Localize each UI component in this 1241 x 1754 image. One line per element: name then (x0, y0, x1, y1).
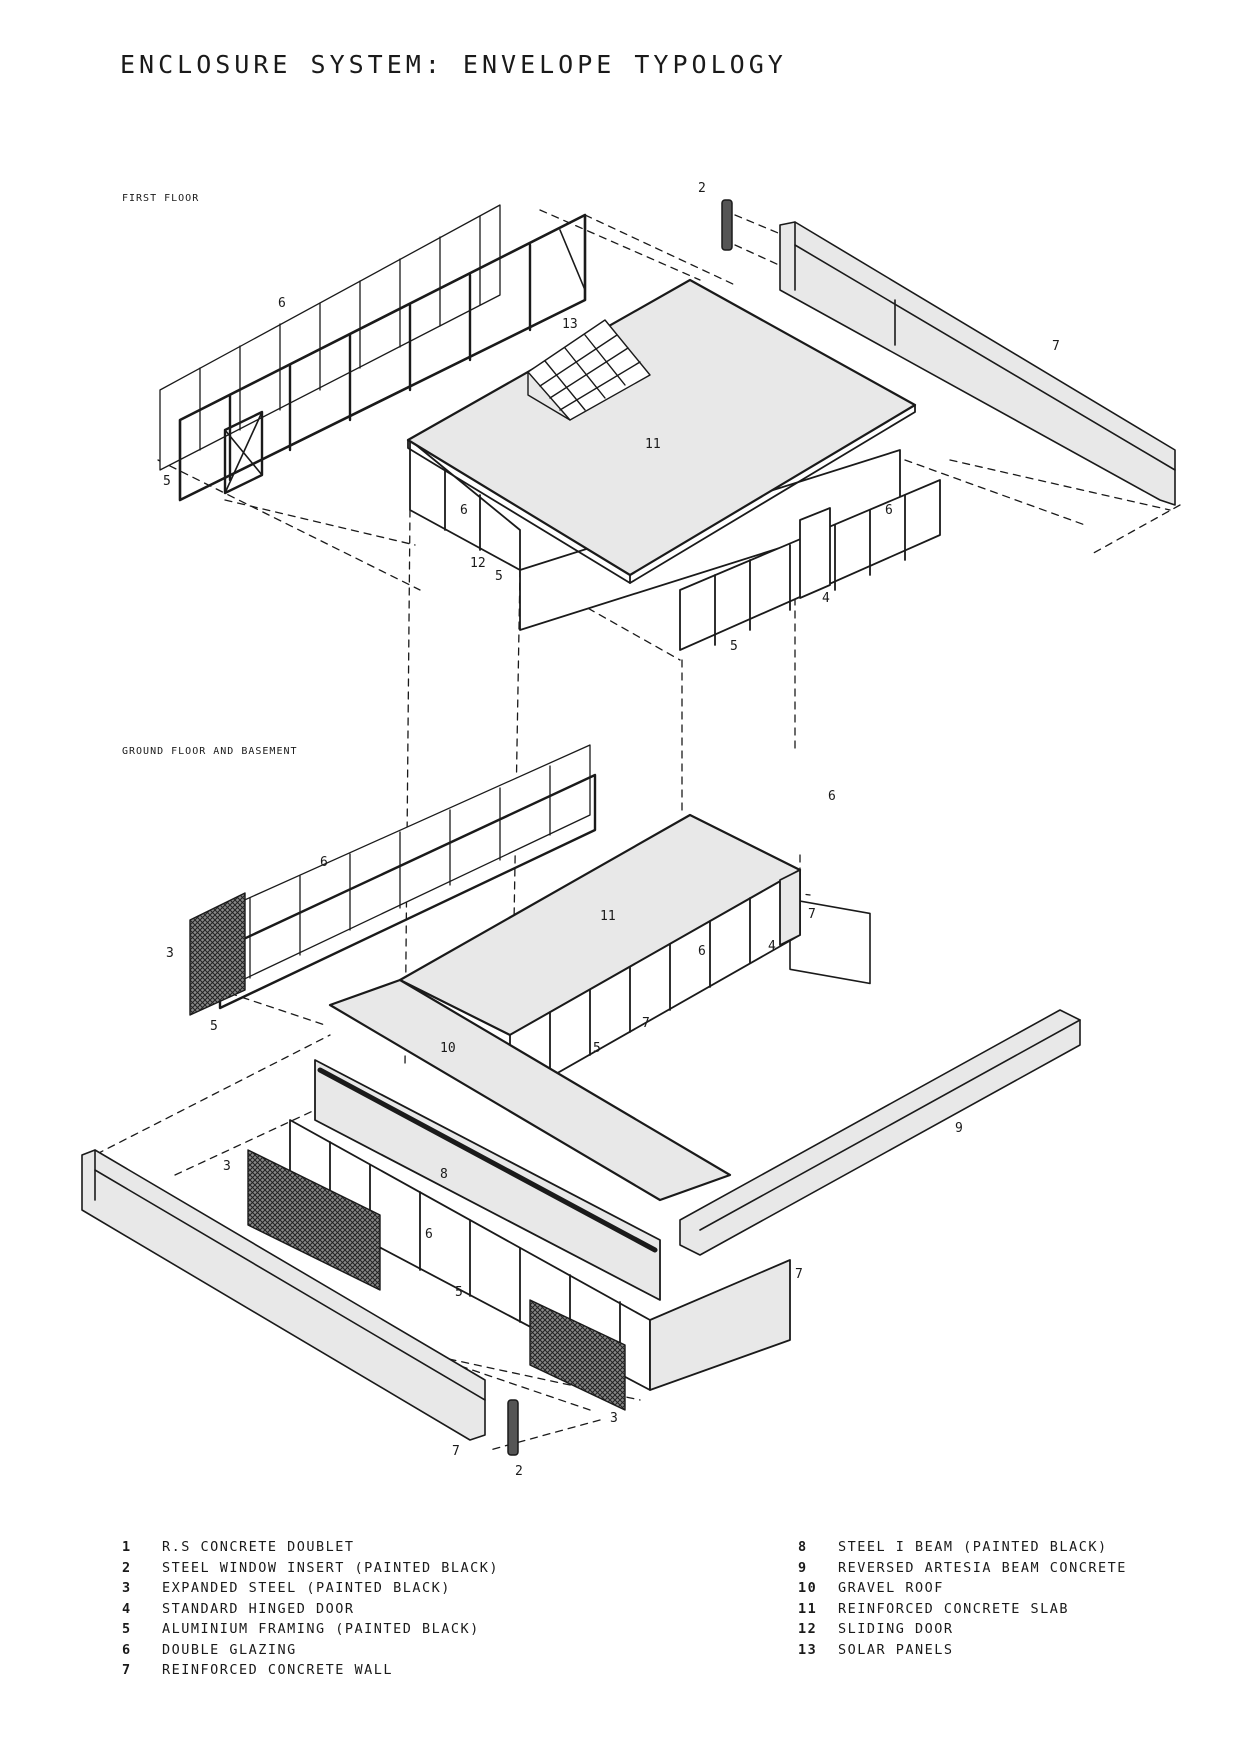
callout-labels: 6 5 2 7 13 11 6 6 12 5 4 5 6 6 3 11 7 4 … (163, 181, 1060, 1479)
ground-floor-glazing-wall (189, 744, 597, 1016)
callout-7-ground-top: 7 (808, 907, 816, 922)
callout-6-first-right: 6 (885, 503, 893, 518)
callout-6-first-wall: 6 (278, 296, 286, 311)
callout-5-first-front: 5 (730, 639, 738, 654)
callout-6-unit: 6 (828, 789, 836, 804)
callout-6-ground-wall: 6 (320, 855, 328, 870)
ground-floor-beam-left (81, 1149, 486, 1441)
callout-6-ground-box: 6 (698, 944, 706, 959)
first-floor-label: FIRST FLOOR (122, 193, 200, 204)
expanded-steel-panel-right (529, 1299, 626, 1411)
first-floor-volume (406, 278, 941, 651)
callout-5-ground-front: 5 (455, 1285, 463, 1300)
first-floor-projection-lines (157, 209, 1181, 1066)
callout-7-ground-right: 7 (795, 1267, 803, 1282)
callout-5-ground-left: 5 (210, 1019, 218, 1034)
callout-5-first-box: 5 (495, 569, 503, 584)
callout-7-first-beam: 7 (1052, 339, 1060, 354)
callout-9: 9 (955, 1121, 963, 1136)
callout-3-ground-left: 3 (223, 1159, 231, 1174)
expanded-steel-panel-left (247, 1149, 381, 1291)
callout-2-bottom: 2 (515, 1464, 523, 1479)
first-floor-concrete-beam (779, 221, 1176, 506)
callout-6-first-box: 6 (460, 503, 468, 518)
first-floor-window-insert (721, 199, 733, 251)
callout-4-first: 4 (822, 591, 830, 606)
diagram-title: ENCLOSURE SYSTEM: ENVELOPE TYPOLOGY (120, 50, 787, 79)
callout-11-first: 11 (645, 437, 661, 452)
callout-7-ground-beam: 7 (452, 1444, 460, 1459)
callout-7-ground-mid: 7 (642, 1016, 650, 1031)
callout-5-first-wall: 5 (163, 474, 171, 489)
callout-4-ground: 4 (768, 939, 776, 954)
first-floor-glazing-wall (159, 204, 587, 502)
callout-3-ground-top: 3 (166, 946, 174, 961)
callout-10: 10 (440, 1041, 456, 1056)
callout-2-top: 2 (698, 181, 706, 196)
ground-floor-label: GROUND FLOOR AND BASEMENT (122, 746, 298, 757)
callout-8: 8 (440, 1167, 448, 1182)
callout-6-ground-front: 6 (425, 1227, 433, 1242)
callout-11-ground: 11 (600, 909, 616, 924)
callout-13: 13 (562, 317, 578, 332)
callout-5-ground-mid: 5 (593, 1041, 601, 1056)
first-floor-window-unit (789, 898, 871, 985)
callout-3-ground-bottom: 3 (610, 1411, 618, 1426)
ground-floor-beam-long (679, 1009, 1081, 1256)
ground-floor-window-insert (507, 1399, 519, 1456)
solar-panel (527, 319, 651, 421)
callout-12: 12 (470, 556, 486, 571)
